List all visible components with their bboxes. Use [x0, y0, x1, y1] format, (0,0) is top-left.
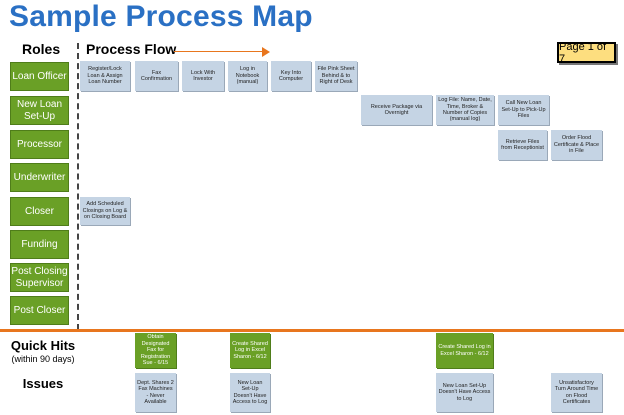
section-divider [0, 329, 624, 332]
role-post-closer: Post Closer [10, 296, 69, 325]
task-call-new-loan-set-up: Call New Loan Set-Up to Pick-Up Files [498, 95, 549, 125]
issue-item: New Loan Set-Up Doesn't Have Access to L… [230, 373, 270, 412]
issues-label: Issues [22, 376, 64, 391]
issue-item: New Loan Set-Up Doesn't Have Access to L… [436, 373, 493, 412]
quick-hits-sublabel: (within 90 days) [11, 354, 75, 364]
role-underwriter: Underwriter [10, 163, 69, 192]
task-order-flood-certificate: Order Flood Certificate & Place in File [551, 130, 602, 160]
quick-hit-item: Create Shared Log in Excel Sharon - 6/12 [436, 333, 493, 368]
task-receive-package: Receive Package via Overnight [361, 95, 432, 125]
task-register-lock-loan: Register/Lock Loan & Assign Loan Number [80, 61, 130, 91]
role-closer: Closer [10, 197, 69, 226]
task-key-into-computer: Key Into Computer [271, 61, 311, 91]
quick-hit-item: Create Shared Log in Excel Sharon - 6/12 [230, 333, 270, 368]
task-log-in-notebook: Log in Notebook (manual) [228, 61, 267, 91]
page-title: Sample Process Map [9, 0, 313, 33]
task-add-scheduled-closings: Add Scheduled Closings on Log & on Closi… [80, 197, 130, 225]
role-loan-officer: Loan Officer [10, 62, 69, 91]
quick-hits-label: Quick Hits [10, 338, 76, 353]
task-lock-with-investor: Lock With Investor [182, 61, 224, 91]
task-log-file: Log File: Name, Date, Time, Broker & Num… [436, 95, 494, 125]
role-processor: Processor [10, 130, 69, 159]
process-flow-header: Process Flow [86, 41, 177, 57]
flow-arrow-head-icon [262, 47, 270, 57]
role-new-loan-set-up: New Loan Set-Up [10, 96, 69, 125]
role-funding: Funding [10, 230, 69, 259]
flow-arrow-line [174, 51, 262, 52]
issue-item: Unsatisfactory Turn Around Time on Flood… [551, 373, 602, 412]
roles-divider [77, 43, 79, 330]
roles-header: Roles [22, 41, 61, 57]
task-fax-confirmation: Fax Confirmation [135, 61, 178, 91]
quick-hit-item: Obtain Designated Fax for Registration S… [135, 333, 176, 368]
task-retrieve-files: Retrieve Files from Receptionist [498, 130, 547, 160]
role-post-closing-supervisor: Post Closing Supervisor [10, 263, 69, 292]
issue-item: Dept. Shares 2 Fax Machines - Never Avai… [135, 373, 176, 412]
page-indicator[interactable]: Page 1 of 7 [557, 41, 616, 65]
task-file-pink-sheet: File Pink Sheet Behind & to Right of Des… [315, 61, 357, 91]
